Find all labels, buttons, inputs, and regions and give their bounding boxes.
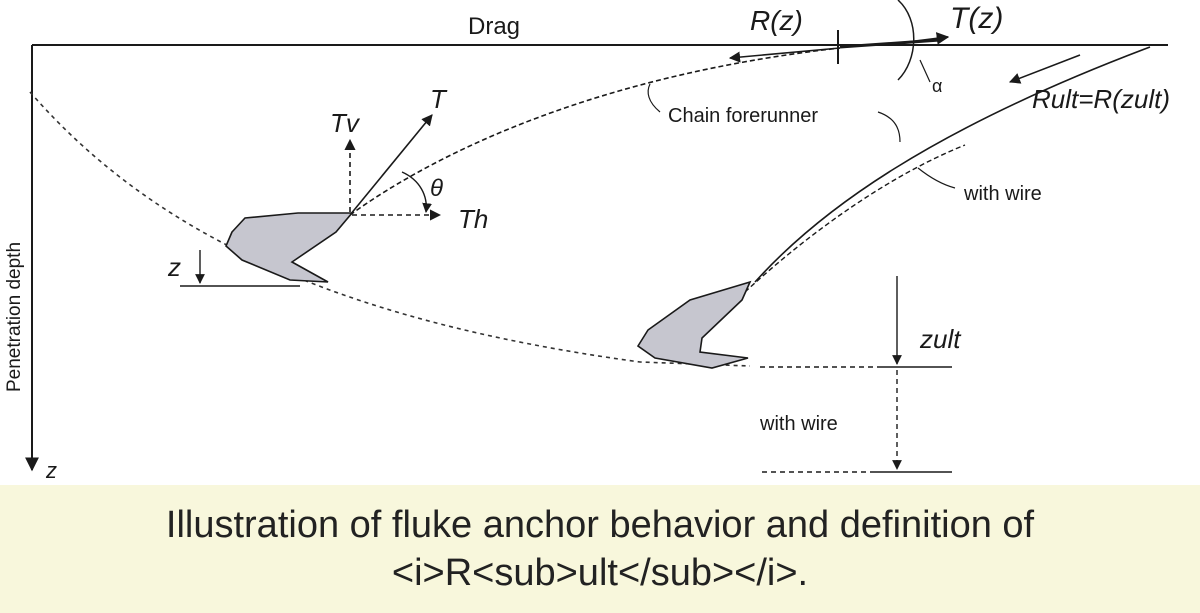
caption-box: Illustration of fluke anchor behavior an… bbox=[0, 485, 1200, 613]
t-label: T bbox=[430, 84, 448, 114]
penetration-depth-label: Penetration depth bbox=[4, 242, 25, 392]
chain-line-ultimate bbox=[754, 46, 1151, 283]
anchor-shape-ultimate bbox=[636, 280, 752, 369]
chain-surface-segment bbox=[839, 38, 941, 49]
z-ult-label: zult bbox=[919, 324, 962, 354]
alpha-tick bbox=[919, 59, 931, 83]
alpha-arc bbox=[897, 0, 915, 81]
diagram-area: Drag R(z) T(z) α Rult=R(zult) Chain fore… bbox=[4, 0, 1170, 483]
r-z-label: R(z) bbox=[750, 5, 803, 36]
anchor-shape-first bbox=[225, 212, 354, 283]
drag-label: Drag bbox=[468, 13, 520, 40]
theta-arc bbox=[401, 171, 432, 213]
r-ult-arrow bbox=[1008, 54, 1081, 84]
t-arrow bbox=[349, 114, 433, 216]
with-wire-lower-label: with wire bbox=[759, 413, 838, 435]
with-wire-leader bbox=[917, 167, 956, 189]
z-axis-label: z bbox=[45, 458, 57, 483]
alpha-label: α bbox=[932, 76, 942, 96]
chain-forerunner-leader-a bbox=[647, 83, 661, 113]
z-small-label: z bbox=[167, 252, 181, 282]
r-ult-label: Rult=R(zult) bbox=[1032, 84, 1170, 114]
anchor-diagram: Drag R(z) T(z) α Rult=R(zult) Chain fore… bbox=[4, 0, 1170, 483]
th-label: Th bbox=[458, 204, 488, 234]
caption-line-2: <i>R<sub>ult</sub></i>. bbox=[391, 552, 809, 594]
t-z-label: T(z) bbox=[950, 2, 1003, 35]
wire-line-ultimate bbox=[744, 144, 966, 293]
chain-line-first bbox=[349, 47, 841, 216]
with-wire-upper-label: with wire bbox=[963, 183, 1042, 205]
tv-label: Tv bbox=[330, 108, 361, 138]
r-z-arrow bbox=[728, 47, 841, 63]
anchor-trajectory bbox=[29, 91, 751, 367]
caption-line-1: Illustration of fluke anchor behavior an… bbox=[165, 504, 1035, 546]
theta-label: θ bbox=[430, 175, 443, 202]
t-z-arrow bbox=[899, 32, 950, 45]
chain-forerunner-leader-b bbox=[877, 111, 901, 143]
chain-forerunner-label: Chain forerunner bbox=[668, 105, 818, 127]
